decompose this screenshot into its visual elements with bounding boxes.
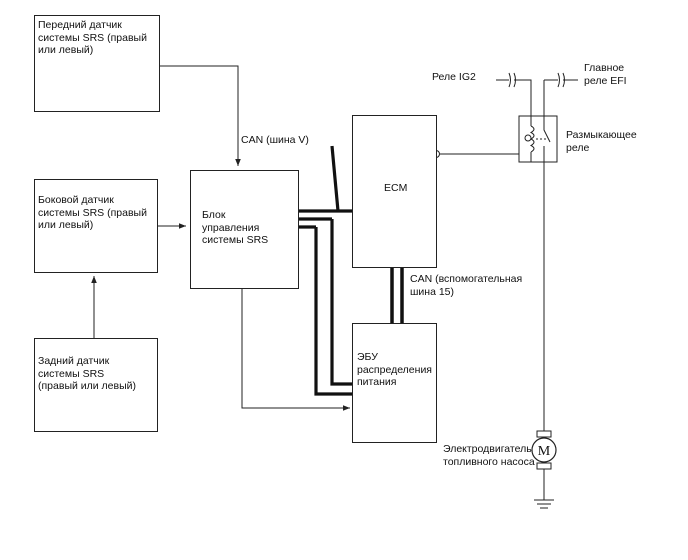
front-sensor-label: Передний датчик системы SRS (правый или … (38, 19, 147, 56)
can-15-label: CAN (вспомогательная шина 15) (410, 273, 523, 298)
main-relay-efi-label: Главное реле EFI (584, 62, 627, 87)
ecm-label: ECM (384, 182, 408, 194)
open-relay-label: Размыкающее реле (566, 129, 637, 154)
relay-ig2-label: Реле IG2 (432, 71, 476, 83)
rear-sensor-block: Задний датчик системы SRS (правый или ле… (34, 338, 158, 432)
front-sensor-block: Передний датчик системы SRS (правый или … (34, 15, 160, 112)
ground-symbol (534, 499, 554, 509)
can-v-label: CAN (шина V) (241, 134, 309, 146)
side-sensor-block: Боковой датчик системы SRS (правый или л… (34, 179, 158, 273)
open-relay (518, 115, 558, 163)
srs-unit-label: Блок управления системы SRS (202, 209, 269, 246)
fuel-pump-motor-label: Электродвигатель топливного насоса (443, 443, 535, 468)
power-ecu-label: ЭБУ распределения питания (357, 351, 432, 388)
side-sensor-label: Боковой датчик системы SRS (правый или л… (38, 194, 147, 231)
ecm-block: ECM (352, 115, 437, 268)
rear-sensor-label: Задний датчик системы SRS (правый или ле… (38, 355, 136, 392)
motor-letter: M (538, 444, 551, 459)
srs-unit-block: Блок управления системы SRS (190, 170, 299, 289)
supply-wires (496, 72, 578, 116)
arrow-front-to-srs (160, 65, 241, 166)
can-bus-15 (390, 268, 404, 323)
fuel-pump-motor-symbol: M (531, 430, 557, 470)
arrow-srs-to-power-ecu (241, 289, 350, 411)
power-ecu-block: ЭБУ распределения питания (352, 323, 437, 443)
can-bus-v (298, 145, 352, 396)
